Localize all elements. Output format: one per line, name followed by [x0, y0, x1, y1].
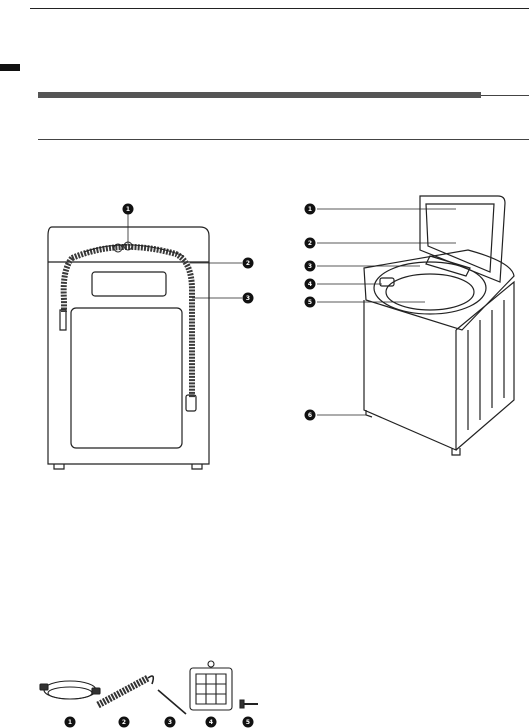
svg-text:5: 5	[246, 719, 250, 726]
svg-text:3: 3	[168, 719, 172, 726]
svg-text:4: 4	[209, 719, 213, 726]
cable-tie-icon	[158, 690, 186, 714]
drain-hose-icon	[98, 678, 148, 705]
callout-marker: 5	[242, 716, 254, 728]
svg-text:2: 2	[122, 719, 126, 726]
callout-marker: 4	[205, 716, 217, 728]
callout-marker: 3	[164, 716, 176, 728]
callout-marker: 2	[118, 716, 130, 728]
callout-marker: 1	[64, 716, 76, 728]
svg-text:1: 1	[68, 719, 72, 726]
